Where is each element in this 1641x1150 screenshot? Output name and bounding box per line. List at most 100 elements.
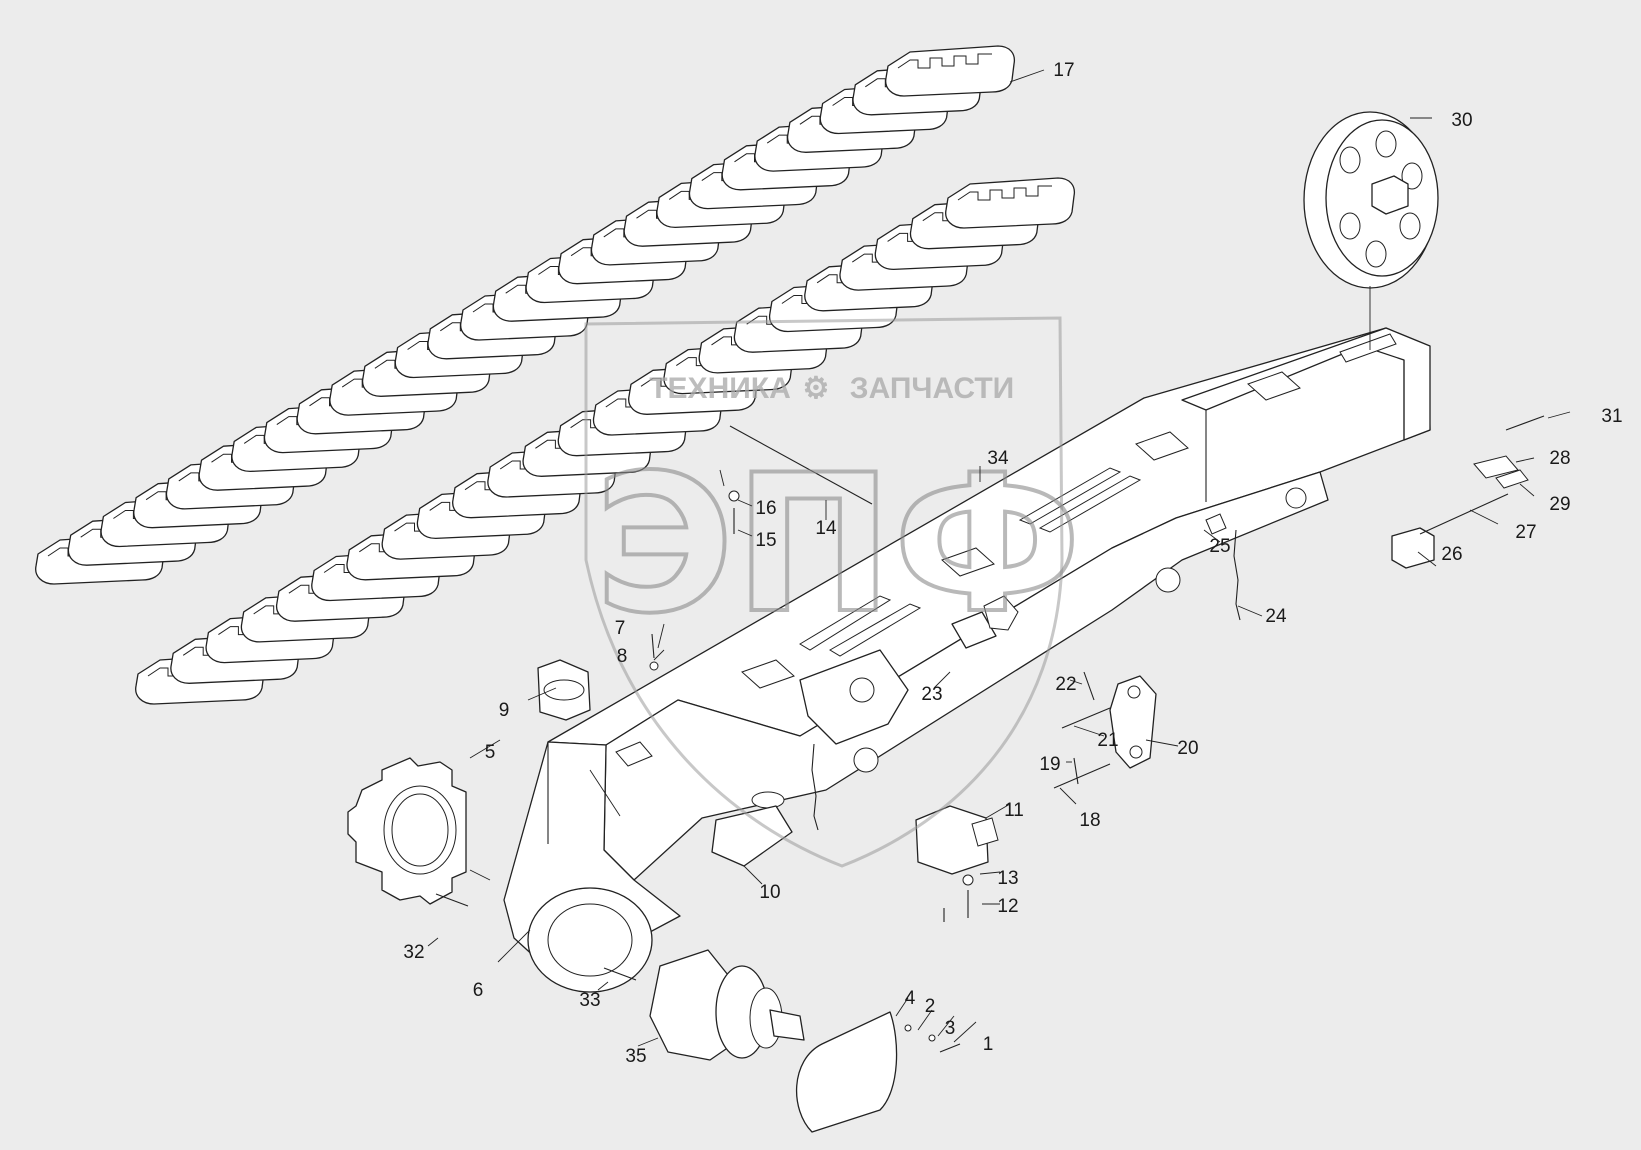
leader-line — [1009, 69, 1045, 83]
pin-31 — [1505, 415, 1545, 431]
washer-3 — [928, 1034, 936, 1042]
tensioner-cylinder-26 — [1391, 527, 1435, 569]
idler-hub — [1371, 175, 1409, 215]
leader-line — [497, 929, 531, 963]
watermark-brand-left: ТЕХНИКА — [649, 372, 791, 405]
track-frame — [503, 327, 1431, 993]
leader-line — [427, 937, 439, 947]
leader-line — [597, 981, 609, 991]
washer-8 — [649, 661, 659, 671]
leader-line — [1059, 787, 1077, 805]
guide-rail — [1038, 475, 1142, 533]
plate-29 — [1495, 469, 1529, 489]
idler-hole — [1365, 240, 1387, 268]
callout-19: 19 — [1039, 754, 1060, 775]
leader-line — [1073, 725, 1105, 737]
track-shoe — [945, 177, 1076, 229]
callout-1: 1 — [983, 1034, 994, 1055]
callout-5: 5 — [485, 742, 496, 763]
callout-32: 32 — [403, 942, 424, 963]
callout-35: 35 — [625, 1046, 646, 1067]
callout-14: 14 — [815, 518, 837, 539]
track-pad-grouser — [957, 185, 1052, 201]
bolt-32 — [435, 893, 469, 907]
guide-rail — [799, 595, 892, 651]
tensioner-parts — [1391, 415, 1545, 569]
track-pad-grouser — [897, 53, 992, 69]
cover-plate-shape — [795, 1011, 898, 1133]
leader-line — [737, 529, 753, 537]
frame-boss — [751, 791, 785, 809]
idler-wheel — [1303, 111, 1439, 289]
leader-line — [1417, 551, 1437, 567]
callout-17: 17 — [1053, 60, 1074, 81]
bracket-plate — [983, 595, 1019, 631]
nut-16 — [728, 490, 740, 502]
watermark-shield — [584, 316, 1064, 868]
leader-line — [1547, 411, 1571, 419]
callout-18: 18 — [1079, 810, 1100, 831]
frame-cutout — [1135, 431, 1189, 461]
link-hole — [1129, 745, 1143, 759]
track-roller-body — [915, 805, 989, 875]
watermark-gear-icon: ⚙ — [803, 372, 830, 405]
callout-9: 9 — [499, 700, 510, 721]
link-plate-shape — [1109, 675, 1157, 769]
callout-26: 26 — [1441, 544, 1462, 565]
rod-27 — [1419, 493, 1509, 535]
leader-line — [469, 869, 491, 881]
mid-mount-boss — [849, 677, 875, 703]
frame-boss — [1285, 487, 1307, 509]
leader-line — [1069, 679, 1083, 685]
leader-line — [917, 1009, 933, 1031]
leader-line — [589, 769, 621, 817]
guide-rail — [829, 603, 922, 657]
leader-line — [527, 687, 557, 701]
callout-27: 27 — [1515, 522, 1536, 543]
leader-line — [937, 1015, 955, 1037]
cover-plate — [795, 1011, 898, 1133]
plate-28 — [1473, 455, 1519, 479]
frame-cutout — [741, 659, 795, 689]
leader-line — [737, 499, 753, 507]
pin-14 — [729, 425, 873, 505]
callout-29: 29 — [1549, 494, 1570, 515]
frame-cutout — [941, 547, 995, 577]
leader-line — [933, 671, 951, 689]
callout-25: 25 — [1209, 536, 1230, 557]
leader-line — [953, 1021, 977, 1043]
leader-line — [1519, 483, 1535, 497]
link-hole — [1127, 685, 1141, 699]
idler-hole — [1375, 130, 1397, 158]
idler-hole — [1339, 212, 1361, 240]
callout-21: 21 — [1097, 730, 1118, 751]
leader-line — [743, 865, 763, 885]
clip-22 — [1083, 671, 1095, 701]
drive-sprocket — [347, 757, 467, 905]
watermark-logo-letters: ЭПФ — [595, 434, 1082, 655]
callout-34: 34 — [987, 448, 1009, 469]
watermark-brand-right: ЗАПЧАСТИ — [850, 372, 1014, 405]
callout-23: 23 — [921, 684, 942, 705]
callout-6: 6 — [473, 980, 484, 1001]
leader-line — [979, 871, 1001, 875]
pin-18 — [1053, 763, 1111, 789]
callout-33: 33 — [579, 990, 600, 1011]
bracket-23-and-chains — [811, 513, 1241, 831]
callout-30: 30 — [1451, 110, 1472, 131]
track-shoe — [885, 45, 1016, 97]
washer-2 — [904, 1024, 912, 1032]
leader-line — [653, 649, 665, 661]
carrier-roller-flange — [543, 679, 585, 701]
idler-hole — [1401, 162, 1423, 190]
track-roller — [915, 805, 999, 875]
callout-7: 7 — [615, 618, 626, 639]
link-plate-20 — [1109, 675, 1157, 769]
guide-rail-set — [799, 467, 1142, 657]
washer-13 — [962, 874, 974, 886]
leader-line — [1203, 529, 1221, 543]
leader-line — [469, 739, 501, 759]
leader-line — [1515, 457, 1535, 463]
watermark: ЭПФ ТЕХНИКА ⚙ ЗАПЧАСТИ — [584, 316, 1083, 868]
